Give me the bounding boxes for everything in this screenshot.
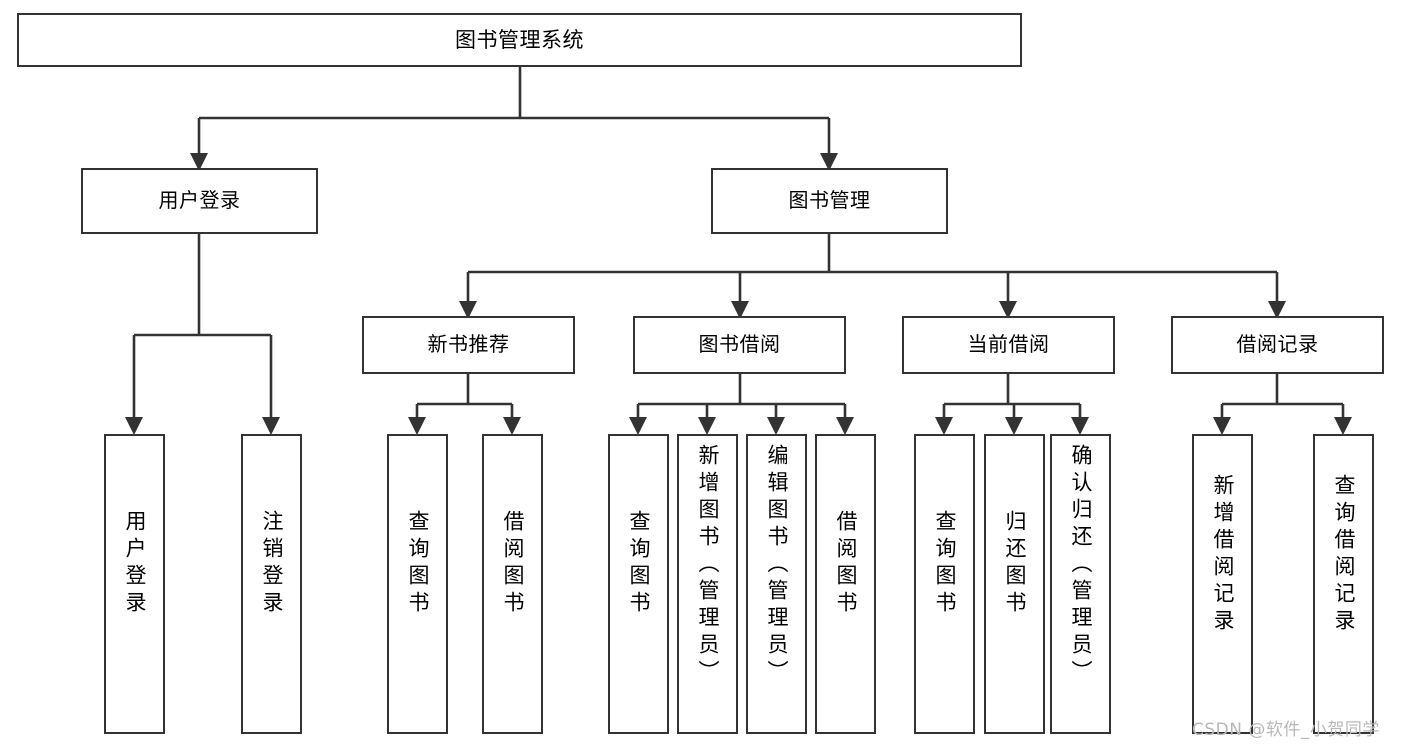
node-current-borrow-label: 当前借阅	[967, 332, 1050, 357]
node-user-login-label: 用户登录	[158, 188, 241, 213]
node-user-login[interactable]: 用户登录	[81, 168, 318, 234]
node-leaf-edit-book-label: 编辑图书（管理员）	[765, 444, 789, 687]
node-leaf-add-book[interactable]: 新增图书（管理员）	[677, 434, 738, 734]
node-current-borrow[interactable]: 当前借阅	[902, 316, 1115, 374]
node-leaf-confirm-return-label: 确认归还（管理员）	[1069, 444, 1093, 687]
node-leaf-borrow-book-1-label: 借阅图书	[501, 510, 525, 618]
node-borrow-record-label: 借阅记录	[1236, 332, 1319, 357]
node-leaf-add-record[interactable]: 新增借阅记录	[1192, 434, 1253, 734]
node-leaf-query-book-2[interactable]: 查询图书	[608, 434, 669, 734]
node-root[interactable]: 图书管理系统	[17, 13, 1022, 67]
node-leaf-return-book[interactable]: 归还图书	[984, 434, 1045, 734]
node-leaf-query-book-2-label: 查询图书	[627, 510, 651, 618]
node-book-manage[interactable]: 图书管理	[711, 168, 948, 234]
node-leaf-borrow-book-2[interactable]: 借阅图书	[815, 434, 876, 734]
node-root-label: 图书管理系统	[455, 27, 584, 52]
node-leaf-logout-login-label: 注销登录	[260, 510, 284, 618]
node-leaf-edit-book[interactable]: 编辑图书（管理员）	[746, 434, 807, 734]
node-leaf-query-book-1-label: 查询图书	[406, 510, 430, 618]
node-leaf-logout-login[interactable]: 注销登录	[241, 434, 302, 734]
node-leaf-confirm-return[interactable]: 确认归还（管理员）	[1050, 434, 1111, 734]
node-leaf-borrow-book-2-label: 借阅图书	[834, 510, 858, 618]
node-leaf-query-book-3[interactable]: 查询图书	[914, 434, 975, 734]
node-leaf-borrow-book-1[interactable]: 借阅图书	[482, 434, 543, 734]
node-leaf-return-book-label: 归还图书	[1003, 510, 1027, 618]
node-leaf-add-book-label: 新增图书（管理员）	[696, 444, 720, 687]
node-leaf-user-login[interactable]: 用户登录	[104, 434, 165, 734]
node-book-borrow-label: 图书借阅	[698, 332, 781, 357]
node-leaf-query-book-1[interactable]: 查询图书	[387, 434, 448, 734]
node-leaf-user-login-label: 用户登录	[123, 510, 147, 618]
watermark-text: CSDN @软件_小贺同学	[1192, 720, 1380, 740]
node-book-borrow[interactable]: 图书借阅	[633, 316, 846, 374]
node-leaf-query-record[interactable]: 查询借阅记录	[1313, 434, 1374, 734]
node-book-manage-label: 图书管理	[788, 188, 871, 213]
node-leaf-query-record-label: 查询借阅记录	[1332, 474, 1356, 636]
node-leaf-query-book-3-label: 查询图书	[933, 510, 957, 618]
node-leaf-add-record-label: 新增借阅记录	[1211, 474, 1235, 636]
node-borrow-record[interactable]: 借阅记录	[1171, 316, 1384, 374]
node-new-book-recommend-label: 新书推荐	[427, 332, 510, 357]
node-new-book-recommend[interactable]: 新书推荐	[362, 316, 575, 374]
